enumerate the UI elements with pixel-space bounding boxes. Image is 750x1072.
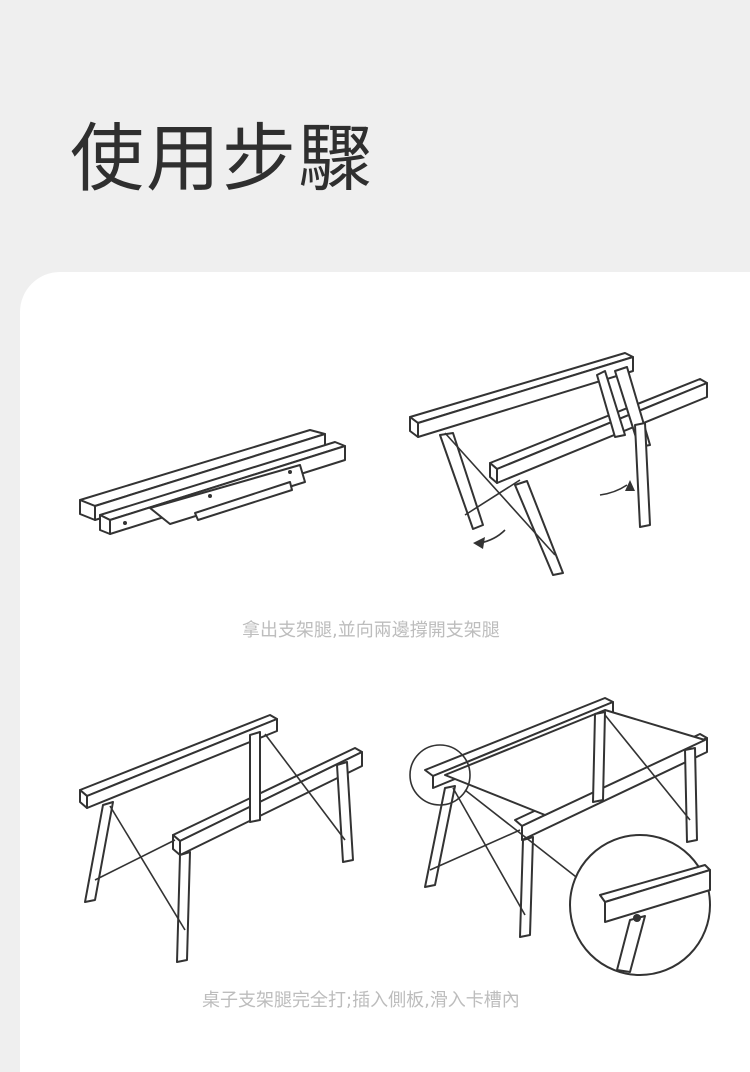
page-title: 使用步驟	[70, 116, 374, 202]
step-2-caption: 桌子支架腿完全打;插入側板,滑入卡槽內	[202, 990, 520, 1011]
folded-legs-illustration	[79, 429, 346, 535]
open-stand-illustration	[79, 714, 363, 963]
step-1-caption: 拿出支架腿,並向兩邊撐開支架腿	[242, 620, 500, 641]
assembled-table-illustration	[409, 697, 711, 976]
opening-legs-illustration	[409, 352, 708, 576]
